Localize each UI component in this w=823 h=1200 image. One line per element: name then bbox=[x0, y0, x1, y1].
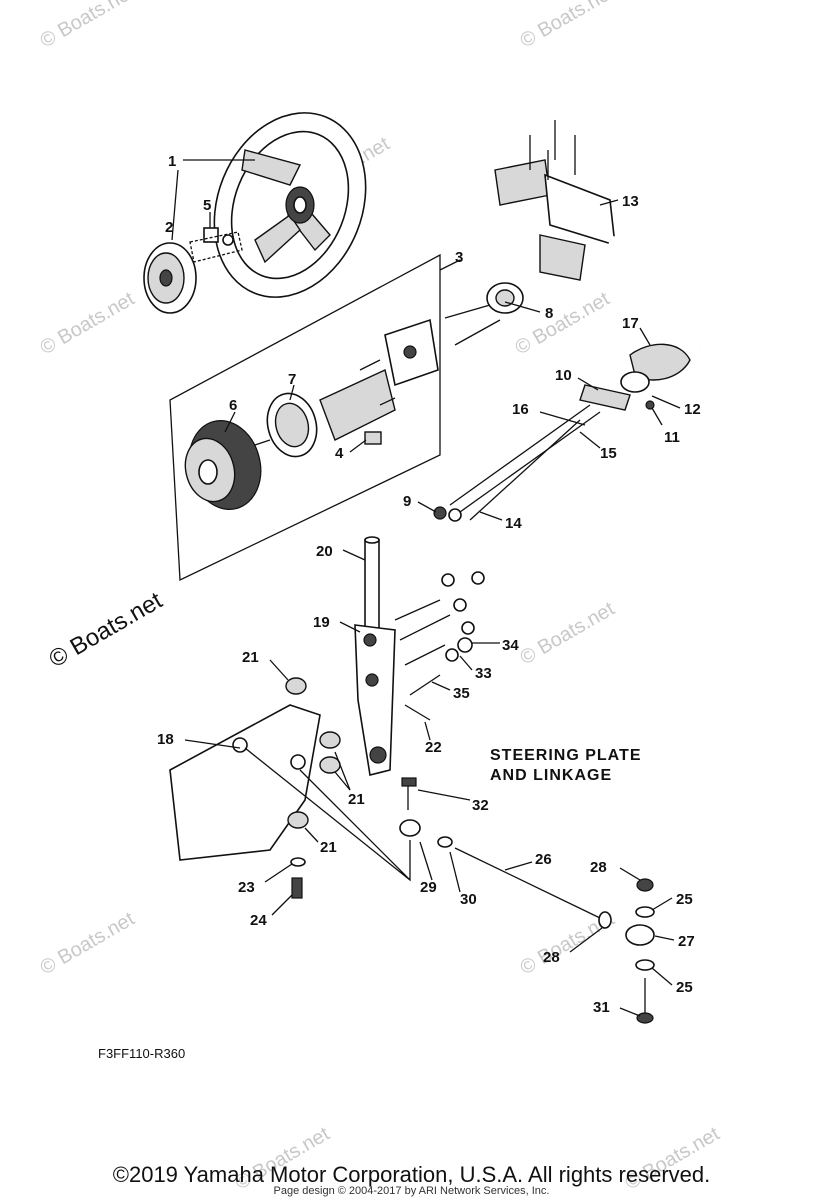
callout-leaders bbox=[171, 159, 681, 1017]
watermark-large: © Boats.net bbox=[45, 587, 168, 673]
helm-shaft-bushing bbox=[444, 282, 524, 346]
callout-31: 31 bbox=[593, 999, 610, 1016]
callout-27: 27 bbox=[678, 933, 695, 950]
footer-copyright: ©2019 Yamaha Motor Corporation, U.S.A. A… bbox=[112, 1162, 711, 1187]
tie-rod bbox=[454, 847, 601, 919]
drawing-code: F3FF110-R360 bbox=[98, 1046, 185, 1061]
wheel-cap bbox=[143, 242, 197, 314]
bushings bbox=[285, 677, 341, 829]
callout-18: 18 bbox=[157, 731, 174, 748]
diagram-title-line-2: AND LINKAGE bbox=[490, 767, 612, 784]
watermark: © Boats.net bbox=[517, 598, 619, 670]
steering-rod bbox=[364, 536, 380, 631]
helm-bezel bbox=[184, 419, 262, 511]
callout-23: 23 bbox=[238, 879, 255, 896]
callout-21: 21 bbox=[320, 839, 337, 856]
callout-6: 6 bbox=[229, 397, 237, 414]
callout-20: 20 bbox=[316, 543, 333, 560]
bolt-22 bbox=[404, 704, 431, 721]
callout-30: 30 bbox=[460, 891, 477, 908]
watermark: © Boats.net bbox=[37, 908, 139, 980]
callout-2: 2 bbox=[165, 219, 173, 236]
diagram-title-line-1: STEERING PLATE bbox=[490, 747, 642, 764]
callout-15: 15 bbox=[600, 445, 617, 462]
steering-cables bbox=[449, 384, 631, 521]
callout-22: 22 bbox=[425, 739, 442, 756]
callout-4: 4 bbox=[335, 445, 344, 462]
cable-clamp bbox=[620, 371, 655, 410]
callout-13: 13 bbox=[622, 193, 639, 210]
callout-21: 21 bbox=[348, 791, 365, 808]
steering-bracket bbox=[169, 704, 321, 861]
helm-clip bbox=[364, 431, 382, 445]
cable-harness bbox=[608, 235, 723, 355]
callout-24: 24 bbox=[250, 912, 267, 929]
steering-plate bbox=[354, 624, 396, 776]
callout-21: 21 bbox=[242, 649, 259, 666]
rod-end-left bbox=[399, 819, 453, 848]
helm-bolts bbox=[254, 359, 396, 446]
callout-14: 14 bbox=[505, 515, 522, 532]
callout-19: 19 bbox=[313, 614, 330, 631]
callout-34: 34 bbox=[502, 637, 519, 654]
helm-ring bbox=[266, 392, 318, 458]
nuts-and-washers bbox=[441, 571, 485, 662]
helm-body bbox=[319, 318, 439, 441]
callout-29: 29 bbox=[420, 879, 437, 896]
callout-25: 25 bbox=[676, 891, 693, 908]
cable-end bbox=[433, 506, 462, 522]
callout-3: 3 bbox=[455, 249, 463, 266]
callout-33: 33 bbox=[475, 665, 492, 682]
callout-12: 12 bbox=[684, 401, 701, 418]
wheel-nut-washer bbox=[189, 227, 243, 263]
watermark: © Boats.net bbox=[517, 0, 619, 52]
steering-wheel bbox=[213, 112, 367, 298]
helm-group-frame bbox=[169, 253, 441, 582]
bolt-and-washer bbox=[290, 857, 306, 899]
callout-16: 16 bbox=[512, 401, 529, 418]
callout-5: 5 bbox=[203, 197, 211, 214]
callout-35: 35 bbox=[453, 685, 470, 702]
callout-32: 32 bbox=[472, 797, 489, 814]
footer-page-design: Page design © 2004-2017 by ARI Network S… bbox=[273, 1185, 550, 1197]
bolt-32 bbox=[401, 777, 417, 810]
rod-end-right bbox=[598, 878, 655, 1024]
callout-28: 28 bbox=[590, 859, 607, 876]
studs bbox=[394, 599, 451, 696]
callout-numbers: 1 2 3 4 5 6 7 8 9 10 11 12 13 14 15 16 1… bbox=[157, 153, 701, 1016]
watermark: © Boats.net bbox=[37, 0, 139, 52]
callout-1: 1 bbox=[168, 153, 176, 170]
callout-11: 11 bbox=[664, 429, 680, 446]
watermarks: © Boats.net © Boats.net © Boats.net © Bo… bbox=[37, 0, 724, 1194]
callout-28: 28 bbox=[543, 949, 560, 966]
callout-9: 9 bbox=[403, 493, 411, 510]
callout-7: 7 bbox=[288, 371, 296, 388]
callout-8: 8 bbox=[545, 305, 553, 322]
callout-25: 25 bbox=[676, 979, 693, 996]
callout-17: 17 bbox=[622, 315, 639, 332]
watermark: © Boats.net bbox=[512, 288, 614, 360]
watermark: © Boats.net bbox=[37, 288, 139, 360]
callout-10: 10 bbox=[555, 367, 572, 384]
callout-26: 26 bbox=[535, 851, 552, 868]
control-box bbox=[494, 120, 616, 281]
leader-lines bbox=[244, 747, 411, 882]
